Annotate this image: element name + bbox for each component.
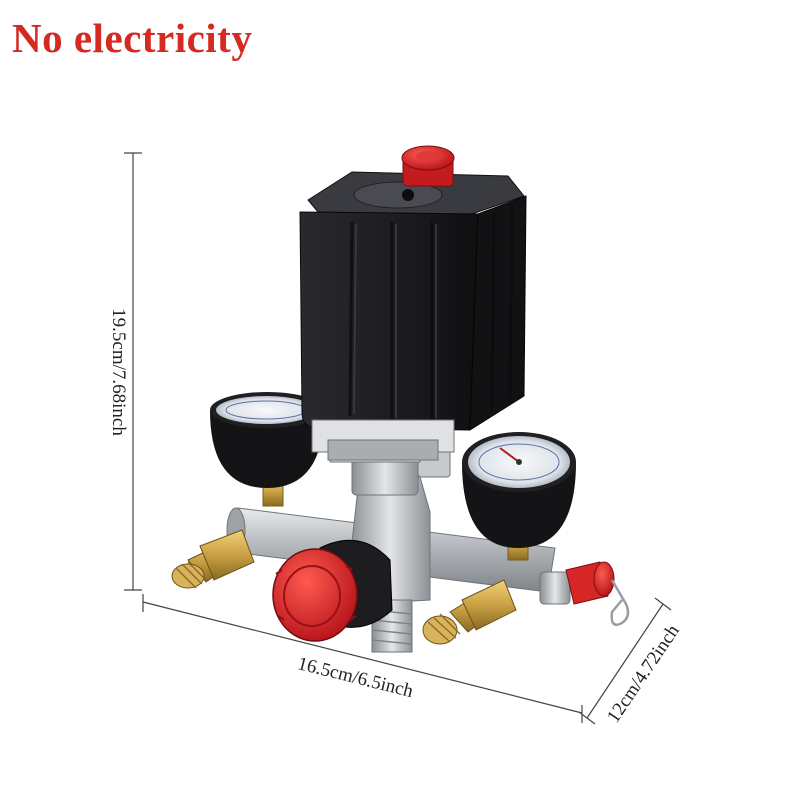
red-power-button — [401, 145, 455, 187]
left-brass-coupler — [171, 529, 255, 589]
width-dimension-label: 16.5cm/6.5inch — [295, 653, 415, 702]
height-dimension-line — [124, 152, 142, 591]
safety-relief-valve — [539, 561, 630, 626]
right-pressure-gauge — [462, 432, 576, 561]
pressure-regulator-knob — [272, 539, 393, 642]
pressure-switch-housing — [299, 171, 527, 461]
height-dimension-label: 19.5cm/7.68inch — [108, 308, 129, 436]
depth-dimension-line — [578, 597, 672, 725]
left-pressure-gauge — [210, 392, 324, 507]
headline-no-electricity: No electricity — [12, 15, 253, 61]
right-brass-coupler — [422, 579, 517, 645]
depth-dimension-label: 12cm/4.72inch — [603, 621, 684, 727]
